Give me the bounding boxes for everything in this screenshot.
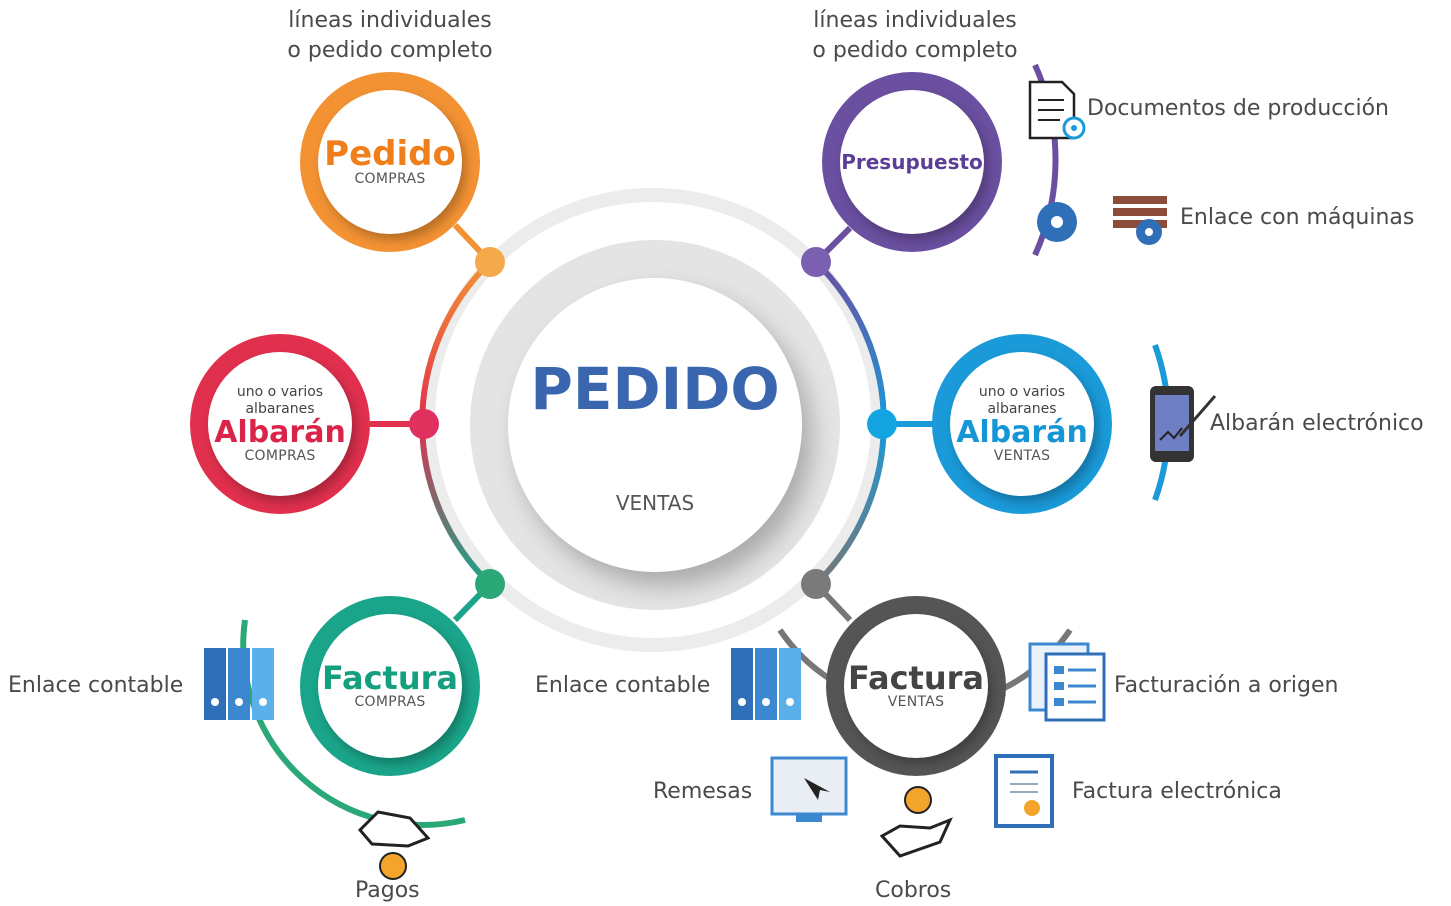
label-cobros: Cobros [875,878,952,903]
label-enlace-maquinas: Enlace con máquinas [1180,205,1415,230]
node-factura-ventas[interactable]: Factura VENTAS [826,596,1006,776]
node-pedido-compras[interactable]: Pedido COMPRAS [300,72,480,252]
pedido-subtitle: COMPRAS [354,171,426,187]
node-factura-compras[interactable]: Factura COMPRAS [300,596,480,776]
dot-pedido [475,247,505,277]
pedido-note-line2: o pedido completo [287,37,493,63]
albaran-compras-title: Albarán [214,414,346,450]
pedido-note-line1: líneas individuales [288,8,492,33]
presupuesto-note: líneas individuales o pedido completo [785,6,1045,65]
factura-ventas-title: Factura [848,659,984,697]
factura-ventas-subtitle: VENTAS [887,694,945,710]
label-pagos: Pagos [355,878,420,903]
node-albaran-ventas[interactable]: uno o varios albaranes Albarán VENTAS [932,334,1112,514]
presupuesto-note-line1: líneas individuales [813,8,1017,33]
label-enlace-contable-right: Enlace contable [535,673,711,698]
label-remesas: Remesas [653,779,753,804]
dot-factura-ventas [801,569,831,599]
albaran-compras-pre1: uno o varios [236,384,324,401]
label-albaran-electronico: Albarán electrónico [1210,411,1424,436]
albaran-compras-subtitle: COMPRAS [244,447,316,464]
dot-factura-compras [475,569,505,599]
label-facturacion-origen: Facturación a origen [1114,673,1339,698]
albaran-ventas-subtitle: VENTAS [993,447,1051,464]
center-pedido-node[interactable]: PEDIDO VENTAS [470,240,840,610]
dot-presupuesto [801,247,831,277]
label-factura-electronica: Factura electrónica [1072,779,1282,804]
node-presupuesto[interactable]: Presupuesto [822,72,1002,252]
albaran-ventas-title: Albarán [956,414,1088,450]
dot-albaran-compras [409,409,439,439]
presupuesto-note-line2: o pedido completo [812,37,1018,63]
label-documentos-produccion: Documentos de producción [1087,96,1389,121]
center-title: PEDIDO [530,355,780,423]
factura-compras-subtitle: COMPRAS [354,694,426,710]
presupuesto-title: Presupuesto [841,150,983,174]
pedido-title: Pedido [324,134,456,174]
center-subtitle: VENTAS [615,491,695,515]
albaran-ventas-pre2: albaranes [987,401,1057,417]
albaran-ventas-pre1: uno o varios [978,384,1066,401]
factura-compras-title: Factura [322,659,458,697]
albaran-compras-pre2: albaranes [245,401,315,417]
node-albaran-compras[interactable]: uno o varios albaranes Albarán COMPRAS [190,334,370,514]
pedido-note: líneas individuales o pedido completo [260,6,520,65]
label-enlace-contable-left: Enlace contable [8,673,184,698]
dot-albaran-ventas [867,409,897,439]
